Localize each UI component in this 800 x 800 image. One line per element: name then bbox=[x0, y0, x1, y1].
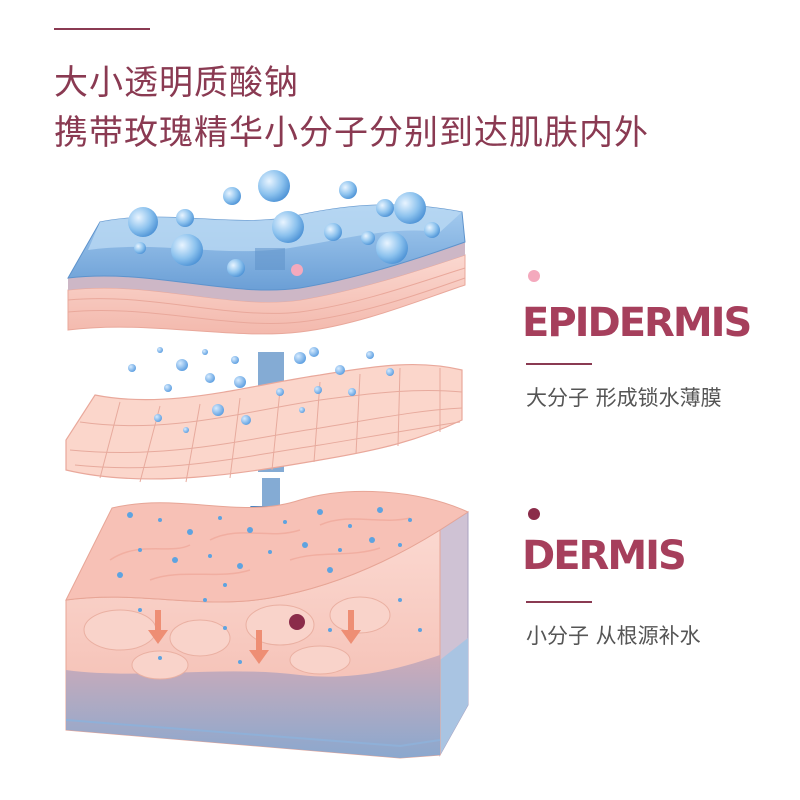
epidermis-divider bbox=[526, 363, 592, 365]
mesh-layer bbox=[65, 363, 463, 483]
dermis-micro-bubbles bbox=[117, 507, 422, 664]
small-molecule-bubbles bbox=[128, 347, 394, 433]
epidermis-description: 大分子 形成锁水薄膜 bbox=[526, 386, 722, 410]
dermis-dot bbox=[528, 508, 540, 520]
epidermis-layer bbox=[67, 204, 466, 335]
epidermis-dot bbox=[528, 270, 540, 282]
dermis-divider bbox=[526, 601, 592, 603]
dermis-description: 小分子 从根源补水 bbox=[526, 624, 701, 648]
dermis-title: DERMIS bbox=[522, 533, 687, 579]
hydration-arrow-icon bbox=[148, 610, 361, 664]
top-divider bbox=[54, 28, 150, 30]
large-molecule-bubbles bbox=[128, 170, 440, 277]
headline-line-2: 携带玫瑰精华小分子分别到达肌肤内外 bbox=[54, 113, 649, 153]
headline: 大小透明质酸钠 携带玫瑰精华小分子分别到达肌肤内外 bbox=[54, 58, 649, 158]
skin-layers-illustration bbox=[65, 170, 470, 759]
epidermis-title: EPIDERMIS bbox=[522, 300, 752, 346]
headline-line-1: 大小透明质酸钠 bbox=[54, 63, 299, 103]
dermis-block bbox=[65, 490, 470, 759]
